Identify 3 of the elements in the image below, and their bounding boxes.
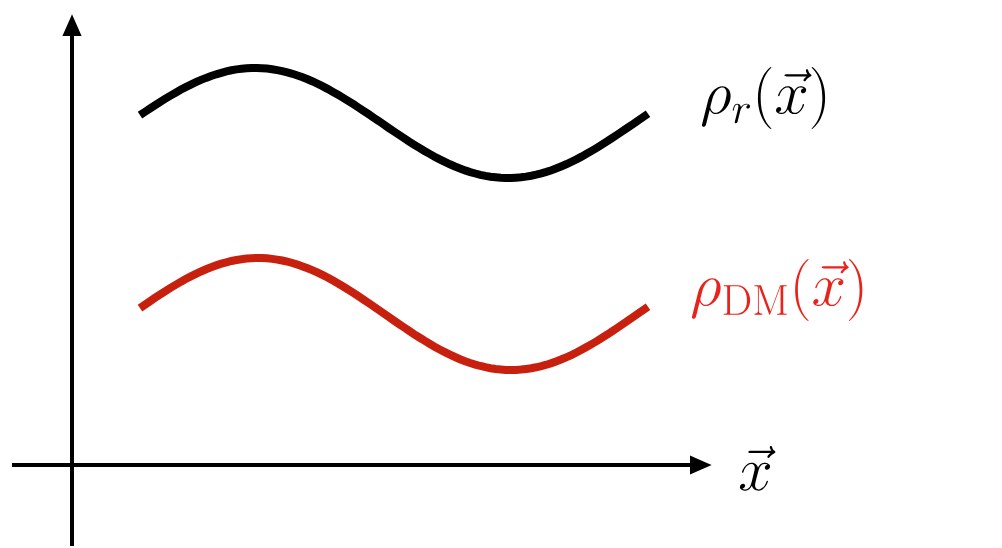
formula-label: $\vec{x}$ bbox=[739, 445, 776, 491]
formula-label: $\rho_{\mathrm{DM}}(\vec{x})$ bbox=[691, 259, 863, 321]
formula-label: $\rho_r(\vec{x})$ bbox=[701, 67, 826, 129]
